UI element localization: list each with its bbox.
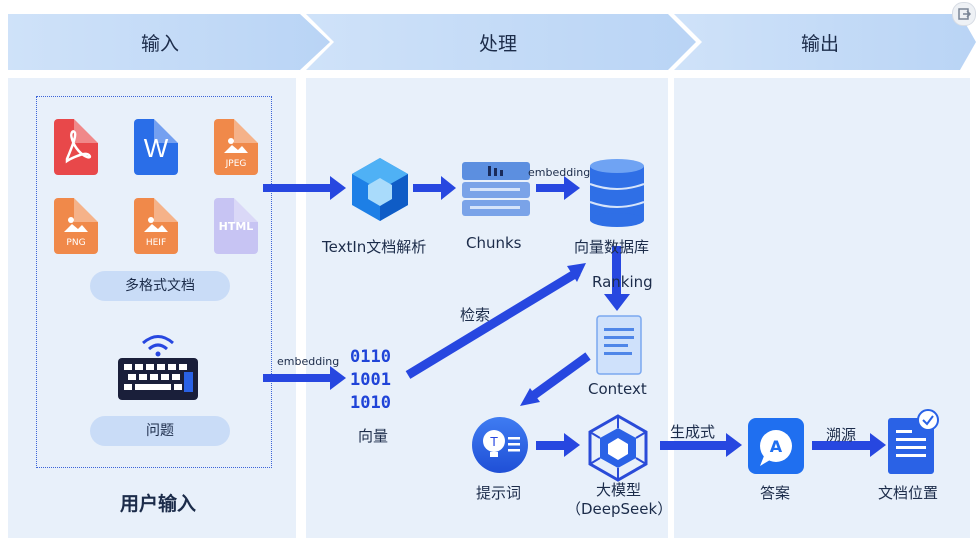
heif-file-icon: HEIF (134, 198, 178, 254)
arrow-model-to-answer (660, 441, 728, 450)
embedding-label-top: embedding (528, 166, 591, 179)
user-input-box (36, 96, 272, 468)
context-label: Context (588, 380, 647, 398)
deepseek-label: （DeepSeek） (566, 500, 673, 518)
prompt-lightbulb-icon: T (472, 417, 528, 473)
svg-text:A: A (770, 437, 783, 456)
large-model-cube-icon (588, 414, 648, 482)
context-document-icon (596, 315, 642, 375)
answer-label: 答案 (760, 484, 791, 502)
png-file-icon: PNG (54, 198, 98, 254)
trace-label: 溯源 (826, 426, 857, 444)
textin-parser-icon (352, 158, 408, 221)
ranking-label: Ranking (592, 273, 653, 291)
arrow-vector-to-db (405, 268, 581, 379)
textin-parser-label: TextIn文档解析 (322, 238, 427, 256)
arrow-question-to-vector (263, 374, 333, 382)
vector-bits-row: 0110 (350, 347, 391, 367)
question-label: 问题 (90, 416, 230, 446)
vector-database-label: 向量数据库 (574, 238, 650, 256)
html-file-icon: HTML (214, 198, 258, 254)
large-model-label: 大模型 (596, 481, 642, 499)
stage-input-title: 输入 (140, 33, 179, 55)
answer-icon: A (748, 418, 804, 474)
stage-output-title: 输出 (800, 33, 839, 55)
user-input-title: 用户输入 (119, 493, 196, 515)
generative-label: 生成式 (670, 423, 716, 441)
vector-database-icon (589, 159, 645, 227)
chunks-label: Chunks (466, 234, 522, 252)
arrow-docs-to-parser (263, 184, 333, 192)
exit-icon[interactable] (952, 2, 976, 26)
embedding-label-bottom: embedding (277, 355, 340, 368)
document-position-label: 文档位置 (878, 484, 939, 502)
vector-bits-row: 1001 (350, 370, 391, 390)
chunks-icon (462, 162, 530, 216)
arrow-context-to-prompt (527, 352, 591, 402)
stage-process-title: 处理 (478, 33, 517, 55)
prompt-label: 提示词 (476, 484, 522, 502)
vector-bits: 0110 1001 1010 (350, 346, 391, 415)
arrow-chunks-to-db (536, 184, 566, 192)
svg-text:T: T (489, 435, 498, 449)
stage-process-chevron (306, 14, 696, 70)
search-label: 检索 (460, 306, 491, 324)
arrow-answer-to-doc (812, 441, 872, 450)
arrow-prompt-to-model (536, 441, 566, 450)
arrow-parser-to-chunks (413, 184, 443, 192)
arrow-db-to-context (612, 246, 621, 296)
pdf-file-icon (54, 119, 98, 175)
document-position-icon (888, 409, 939, 474)
stage-output-chevron (674, 14, 976, 70)
word-file-icon: W (134, 119, 178, 175)
jpeg-file-icon: JPEG (214, 119, 258, 175)
vector-bits-row: 1010 (350, 393, 391, 413)
vector-label: 向量 (358, 427, 389, 445)
stage-input-chevron (8, 14, 330, 70)
multi-format-docs-label: 多格式文档 (90, 271, 230, 301)
